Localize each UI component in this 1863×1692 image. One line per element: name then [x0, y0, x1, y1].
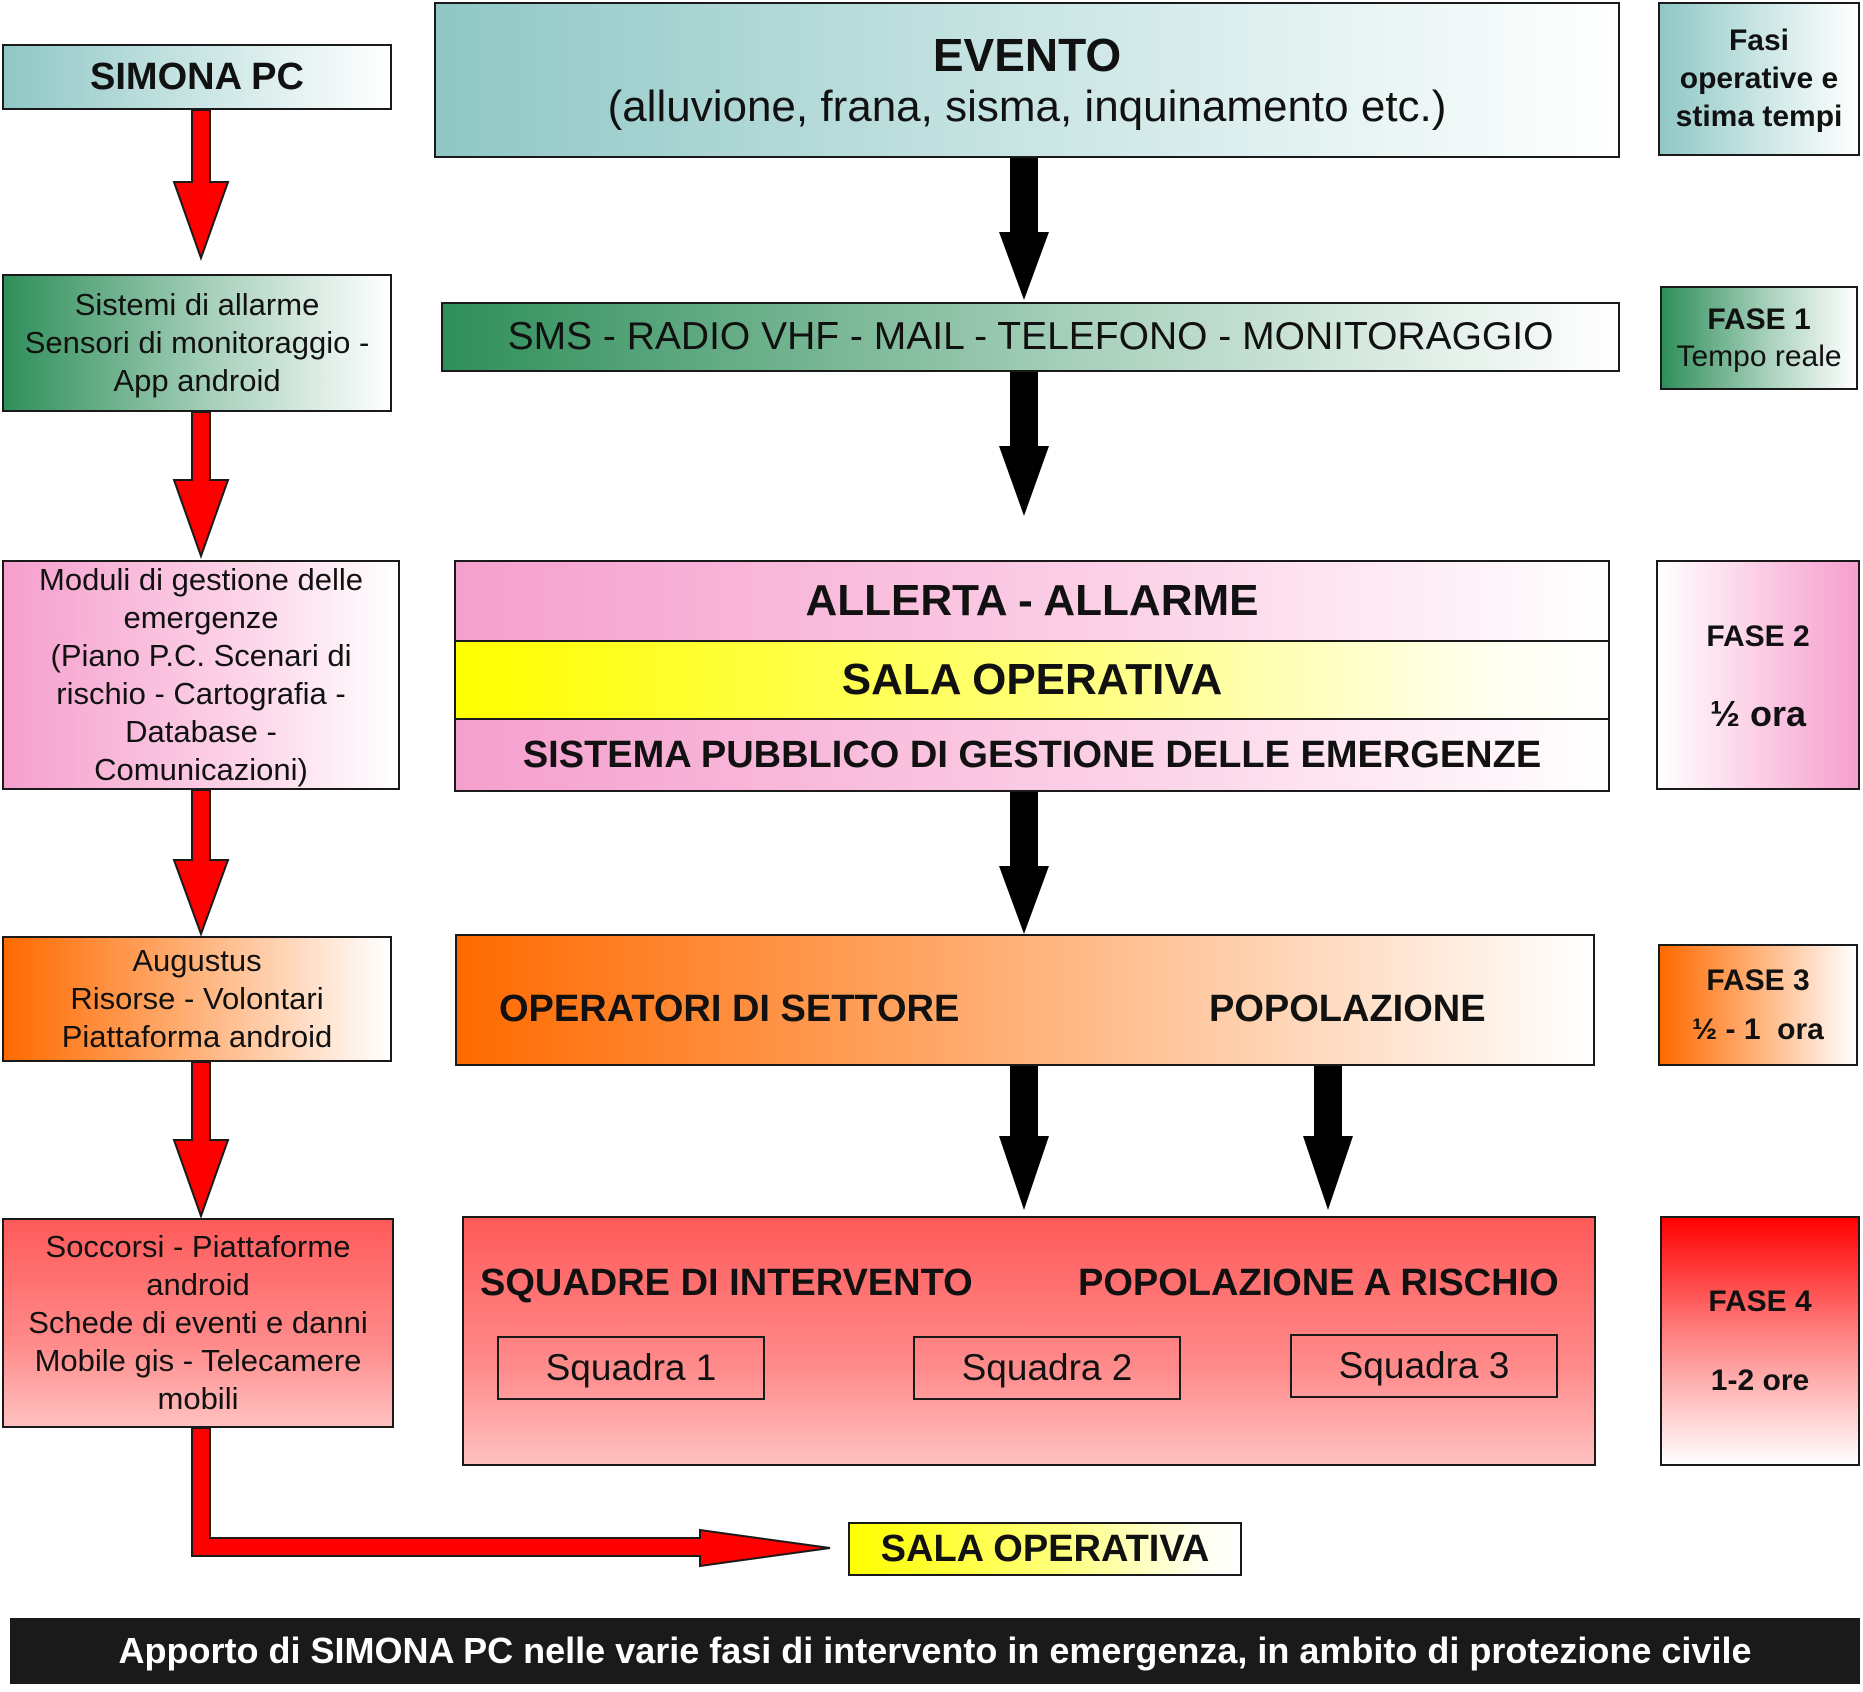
fase-2-title: FASE 2	[1706, 620, 1810, 653]
black-arrow-5	[1303, 1066, 1353, 1210]
squadra-3-label: Squadra 3	[1338, 1345, 1510, 1386]
fase-4-title: FASE 4	[1708, 1285, 1812, 1318]
left-box-emergency-modules: Moduli di gestione delle emergenze (Pian…	[2, 560, 400, 790]
fase-4-box: FASE 4 1-2 ore	[1660, 1216, 1860, 1466]
alarm-systems-text: Sistemi di allarme Sensori di monitoragg…	[24, 287, 370, 398]
alert-group-box: ALLERTA - ALLARME SALA OPERATIVA SISTEMA…	[454, 560, 1610, 792]
left-box-augustus: Augustus Risorse - Volontari Piattaforma…	[2, 936, 392, 1062]
fase-3-box: FASE 3 ½ - 1 ora	[1658, 944, 1858, 1066]
black-arrow-1	[999, 158, 1049, 300]
sala-operativa-row: SALA OPERATIVA	[456, 642, 1608, 720]
fasi-header-text: Fasi operative e stima tempi	[1675, 24, 1843, 133]
fase-1-time: Tempo reale	[1676, 340, 1842, 373]
popolazione-rischio-text: POPOLAZIONE A RISCHIO	[1078, 1262, 1559, 1304]
black-arrow-2	[999, 372, 1049, 516]
squadre-box: SQUADRE DI INTERVENTO POPOLAZIONE A RISC…	[462, 1216, 1596, 1466]
sistema-pubblico-text: SISTEMA PUBBLICO DI GESTIONE DELLE EMERG…	[522, 733, 1542, 776]
squadra-3-box: Squadra 3	[1290, 1334, 1558, 1398]
evento-subtitle: (alluvione, frana, sisma, inquinamento e…	[607, 82, 1447, 131]
augustus-text: Augustus Risorse - Volontari Piattaforma…	[61, 943, 333, 1054]
red-arrow-5	[191, 1427, 831, 1568]
left-box-soccorsi: Soccorsi - Piattaforme android Schede di…	[2, 1218, 394, 1428]
fasi-header-box: Fasi operative e stima tempi	[1658, 2, 1860, 156]
black-arrow-4	[999, 1066, 1049, 1210]
simona-pc-header: SIMONA PC	[2, 44, 392, 110]
fase-2-box: FASE 2 ½ ora	[1656, 560, 1860, 790]
squadra-2-box: Squadra 2	[913, 1336, 1181, 1400]
fase-3-time: ½ - 1 ora	[1692, 1013, 1824, 1046]
popolazione-text: POPOLAZIONE	[1209, 988, 1486, 1030]
red-arrow-4	[172, 1061, 230, 1219]
fase-1-box: FASE 1 Tempo reale	[1660, 286, 1858, 390]
sala-operativa-final-text: SALA OPERATIVA	[880, 1527, 1210, 1570]
fase-3-title: FASE 3	[1706, 964, 1810, 997]
fase-1-title: FASE 1	[1707, 303, 1811, 336]
red-arrow-2	[172, 411, 230, 559]
emergency-modules-text: Moduli di gestione delle emergenze (Pian…	[39, 562, 363, 787]
sala-operativa-final-box: SALA OPERATIVA	[848, 1522, 1242, 1576]
allerta-row: ALLERTA - ALLARME	[456, 562, 1608, 642]
squadra-2-label: Squadra 2	[961, 1347, 1133, 1388]
squadra-1-box: Squadra 1	[497, 1336, 765, 1400]
simona-pc-label: SIMONA PC	[90, 55, 304, 98]
red-arrow-3	[172, 789, 230, 937]
squadra-1-label: Squadra 1	[545, 1347, 717, 1388]
footer-text: Apporto di SIMONA PC nelle varie fasi di…	[118, 1630, 1752, 1671]
fase-4-time: 1-2 ore	[1710, 1364, 1810, 1397]
operatori-text: OPERATORI DI SETTORE	[499, 988, 960, 1030]
allerta-text: ALLERTA - ALLARME	[805, 576, 1259, 625]
red-arrow-1	[172, 109, 230, 261]
sala-operativa-text: SALA OPERATIVA	[841, 655, 1223, 704]
comms-box: SMS - RADIO VHF - MAIL - TELEFONO - MONI…	[441, 302, 1620, 372]
fase-2-time: ½ ora	[1709, 693, 1807, 734]
squadre-text: SQUADRE DI INTERVENTO	[480, 1262, 973, 1304]
evento-title: EVENTO	[932, 29, 1122, 81]
left-box-alarm-systems: Sistemi di allarme Sensori di monitoragg…	[2, 274, 392, 412]
soccorsi-text: Soccorsi - Piattaforme android Schede di…	[28, 1229, 368, 1416]
comms-text: SMS - RADIO VHF - MAIL - TELEFONO - MONI…	[507, 315, 1554, 358]
footer-caption: Apporto di SIMONA PC nelle varie fasi di…	[10, 1618, 1860, 1684]
black-arrow-3	[999, 792, 1049, 934]
sistema-pubblico-row: SISTEMA PUBBLICO DI GESTIONE DELLE EMERG…	[456, 720, 1608, 790]
evento-box: EVENTO (alluvione, frana, sisma, inquina…	[434, 2, 1620, 158]
operatori-box: OPERATORI DI SETTORE POPOLAZIONE	[455, 934, 1595, 1066]
